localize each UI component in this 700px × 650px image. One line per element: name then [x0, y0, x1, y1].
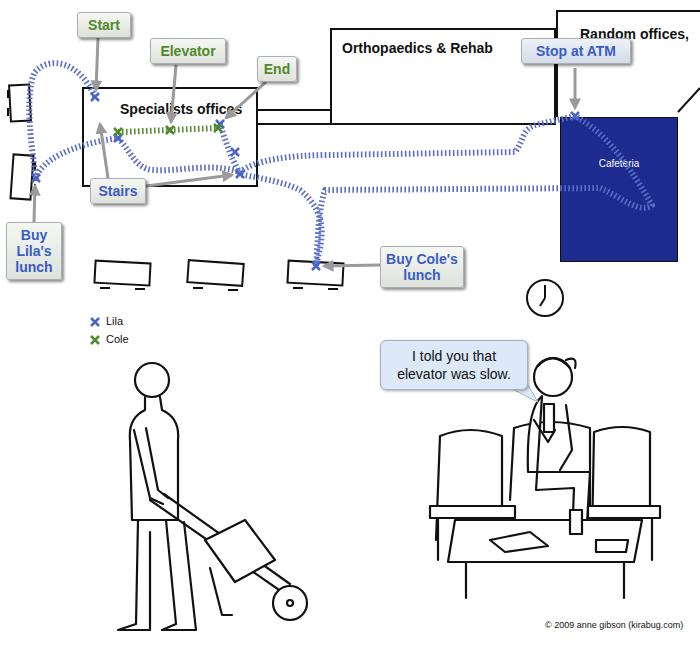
lila-route	[29, 63, 652, 266]
step-callout: Elevator	[150, 38, 226, 64]
cart-symbol	[293, 287, 303, 289]
cart-symbol	[7, 90, 9, 98]
cart-symbol	[187, 260, 243, 286]
cart-symbol	[228, 289, 238, 291]
legend-text: Cole	[106, 333, 129, 345]
cart-symbol	[9, 85, 31, 122]
leader-arrow	[34, 186, 35, 222]
man-with-wheelbarrow	[273, 586, 307, 620]
cole-mark	[91, 336, 99, 344]
leader-arrow	[34, 38, 575, 266]
node-text: Elevator	[155, 43, 221, 59]
man-with-wheelbarrow	[134, 428, 168, 504]
waiting-room	[588, 506, 660, 518]
cole-route	[118, 128, 218, 132]
cart-symbol	[34, 162, 36, 170]
lila-mark	[236, 170, 244, 178]
lila-mark	[91, 93, 99, 101]
waiting-room	[538, 358, 576, 368]
man-with-wheelbarrow	[205, 520, 275, 582]
node-text: End	[262, 61, 292, 77]
leader-arrow	[100, 124, 108, 178]
speech-bubble: I told you that elevator was slow.	[380, 340, 528, 390]
step-callout: Stairs	[90, 178, 146, 204]
clock-symbol	[527, 280, 563, 316]
man-with-wheelbarrow	[162, 520, 196, 630]
map-walls	[258, 123, 330, 125]
copyright-note: © 2009 anne gibson (kirabug.com)	[545, 620, 683, 630]
cart-symbol	[100, 287, 110, 289]
node-text: Cafeteria	[561, 158, 677, 169]
waiting-room	[534, 405, 572, 470]
man-with-wheelbarrow	[118, 520, 150, 630]
cart-symbol	[94, 261, 150, 286]
cart-symbol	[135, 288, 145, 290]
leader-arrow	[96, 38, 98, 90]
cole-mark	[114, 128, 122, 136]
cart-symbol	[10, 154, 33, 199]
node-text: I told you that elevator was slow.	[389, 347, 519, 383]
leader-arrow	[146, 175, 232, 186]
waiting-room	[651, 518, 653, 560]
man-with-wheelbarrow	[118, 363, 307, 630]
waiting-room	[490, 532, 548, 552]
clock-symbol	[540, 298, 545, 306]
waiting-room	[596, 540, 628, 552]
cole-mark	[166, 126, 174, 134]
waiting-room	[466, 562, 624, 598]
cart-symbol	[193, 287, 203, 289]
node-text: Start	[82, 17, 126, 33]
lila-mark	[312, 262, 320, 270]
man-with-wheelbarrow	[287, 600, 293, 606]
node-text: Orthopaedics & Rehab	[342, 40, 544, 56]
map-walls	[678, 88, 700, 112]
clock-symbol	[527, 280, 563, 316]
map-walls	[258, 109, 330, 111]
clock-symbol	[544, 285, 546, 298]
step-callout: Buy Cole's lunch	[380, 246, 464, 288]
legend-text: Lila	[106, 315, 123, 327]
step-callout: End	[257, 56, 297, 82]
lila-mark	[91, 318, 99, 326]
man-with-wheelbarrow	[150, 494, 290, 592]
waiting-room	[528, 396, 590, 540]
node-text: Buy Lila's lunch	[11, 227, 57, 275]
cart-symbol	[328, 288, 338, 290]
node-text: Stairs	[95, 183, 141, 199]
cart-symbol	[287, 261, 343, 286]
waiting-room	[430, 358, 660, 598]
step-callout: Stop at ATM	[521, 38, 631, 64]
cart-symbol	[34, 184, 36, 192]
step-callout: Start	[77, 12, 131, 38]
cart-symbol	[7, 108, 9, 116]
cole-mark	[214, 124, 222, 132]
lila-mark	[114, 134, 122, 142]
waiting-room	[430, 506, 515, 518]
node-text: Stop at ATM	[526, 43, 626, 59]
leader-arrow	[324, 265, 380, 266]
cole-mark	[91, 124, 222, 344]
leader-arrow	[574, 68, 577, 108]
cafeteria-room: Cafeteria	[560, 117, 678, 262]
node-text: Buy Cole's lunch	[385, 251, 459, 283]
waiting-room	[544, 404, 554, 432]
waiting-room	[448, 520, 642, 562]
lila-route	[29, 63, 652, 266]
waiting-room	[570, 510, 582, 534]
lila-mark	[216, 120, 224, 128]
lila-mark	[32, 93, 579, 326]
man-with-wheelbarrow	[210, 568, 232, 615]
lila-mark	[231, 148, 239, 156]
man-with-wheelbarrow	[135, 363, 169, 397]
lila-mark	[32, 174, 40, 182]
step-callout: Buy Lila's lunch	[6, 222, 62, 280]
building-room: Specialists offices	[82, 87, 258, 187]
cole-route	[118, 128, 218, 132]
node-text: Specialists offices	[120, 101, 248, 117]
